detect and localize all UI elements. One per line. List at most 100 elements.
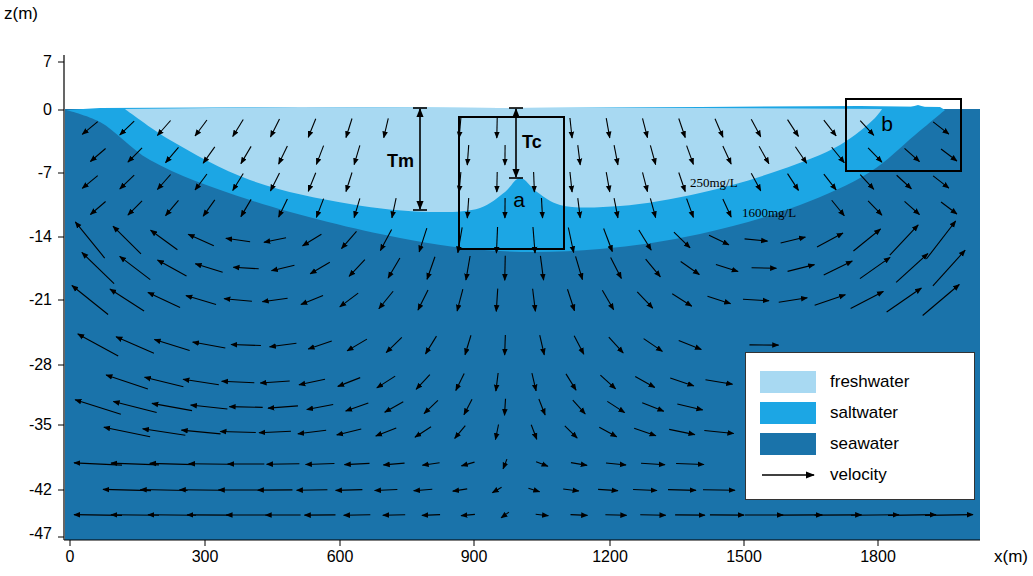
velocity-arrow — [571, 463, 587, 466]
velocity-arrow — [385, 402, 404, 412]
velocity-arrow — [82, 176, 97, 189]
tick-label: 1800 — [860, 548, 896, 566]
velocity-arrow — [303, 234, 322, 246]
velocity-arrow — [388, 258, 400, 278]
velocity-arrow — [151, 230, 178, 250]
velocity-arrow — [195, 264, 222, 273]
x-tick — [340, 540, 341, 546]
velocity-arrow — [751, 119, 760, 137]
dune-crest — [900, 105, 935, 110]
velocity-arrow — [306, 463, 335, 465]
velocity-arrow — [602, 290, 613, 310]
velocity-arrow — [607, 401, 624, 412]
velocity-arrow — [676, 463, 704, 465]
velocity-arrow — [709, 235, 729, 245]
velocity-arrow — [496, 172, 498, 192]
velocity-arrow — [301, 296, 323, 305]
velocity-arrow — [455, 426, 466, 439]
velocity-arrow — [308, 341, 332, 349]
velocity-arrow — [933, 122, 949, 134]
z-axis — [63, 55, 64, 540]
tick-label: 0 — [43, 101, 52, 119]
velocity-arrow — [670, 378, 693, 386]
velocity-arrow — [308, 173, 316, 192]
velocity-arrow — [860, 121, 874, 136]
velocity-arrow — [533, 172, 535, 192]
velocity-arrow — [533, 289, 536, 312]
velocity-arrow — [453, 489, 467, 491]
velocity-arrow — [637, 292, 653, 308]
velocity-arrow — [703, 489, 735, 490]
velocity-arrow — [338, 378, 360, 387]
tick-label: 900 — [461, 548, 488, 566]
velocity-arrow — [188, 234, 214, 246]
legend-row: saltwater — [760, 401, 898, 425]
velocity-arrow — [539, 399, 545, 415]
velocity-arrow — [316, 146, 323, 165]
velocity-arrow — [669, 429, 695, 434]
velocity-arrow — [650, 198, 655, 217]
velocity-arrow — [346, 172, 352, 191]
velocity-arrow — [675, 514, 705, 515]
velocity-arrow — [231, 344, 261, 345]
velocity-arrow — [606, 118, 610, 138]
velocity-arrow — [496, 118, 498, 138]
velocity-arrow — [154, 340, 189, 351]
velocity-arrow — [383, 463, 404, 465]
velocity-arrow — [418, 290, 428, 310]
velocity-arrow — [467, 145, 468, 165]
x-axis — [64, 539, 980, 540]
velocity-arrow — [258, 489, 293, 490]
legend-row: freshwater — [760, 370, 909, 394]
tick-label: 0 — [66, 548, 75, 566]
velocity-arrow — [504, 256, 506, 281]
tick-label: -47 — [29, 525, 52, 543]
velocity-arrow — [890, 225, 918, 255]
frame-letter: a — [513, 188, 525, 211]
velocity-arrow — [120, 256, 151, 279]
velocity-arrow — [578, 145, 580, 165]
velocity-arrow — [868, 148, 882, 162]
velocity-arrow — [354, 145, 360, 164]
velocity-arrow — [414, 489, 433, 490]
tick-label: 7 — [43, 53, 52, 71]
velocity-arrow — [611, 258, 622, 279]
velocity-arrow — [307, 404, 333, 409]
velocity-arrow — [897, 175, 912, 189]
velocity-arrow — [226, 238, 250, 242]
velocity-arrow — [228, 463, 265, 464]
velocity-arrow — [705, 380, 732, 384]
velocity-arrow — [674, 232, 690, 248]
velocity-arrow — [536, 462, 548, 467]
velocity-arrow — [824, 120, 836, 136]
thickness-dimensions — [413, 108, 523, 210]
velocity-arrow — [715, 119, 723, 137]
velocity-arrow — [120, 175, 134, 189]
velocity-arrow — [203, 147, 215, 163]
velocity-arrow — [504, 145, 505, 165]
velocity-arrow — [933, 176, 949, 188]
velocity-arrow — [298, 430, 326, 434]
dimension-line — [419, 109, 421, 209]
velocity-arrow — [536, 514, 549, 515]
velocity-arrow — [707, 296, 730, 303]
velocity-arrow — [492, 487, 501, 492]
velocity-arrow — [179, 489, 222, 491]
velocity-arrow — [677, 404, 702, 410]
velocity-arrow — [634, 428, 656, 435]
velocity-arrow — [933, 250, 965, 286]
velocity-arrow — [226, 514, 265, 515]
velocity-arrow — [422, 514, 440, 516]
saltwater-region — [66, 106, 945, 252]
frame-letter: b — [881, 112, 893, 135]
velocity-arrow — [233, 173, 244, 190]
velocity-arrow — [259, 431, 291, 432]
legend-row: velocity — [760, 463, 887, 487]
velocity-arrow — [308, 119, 316, 138]
velocity-arrow — [191, 405, 228, 409]
velocity-arrow — [644, 339, 663, 352]
z-tick — [58, 425, 64, 426]
velocity-arrow — [310, 262, 330, 274]
velocity-arrow — [598, 489, 618, 490]
